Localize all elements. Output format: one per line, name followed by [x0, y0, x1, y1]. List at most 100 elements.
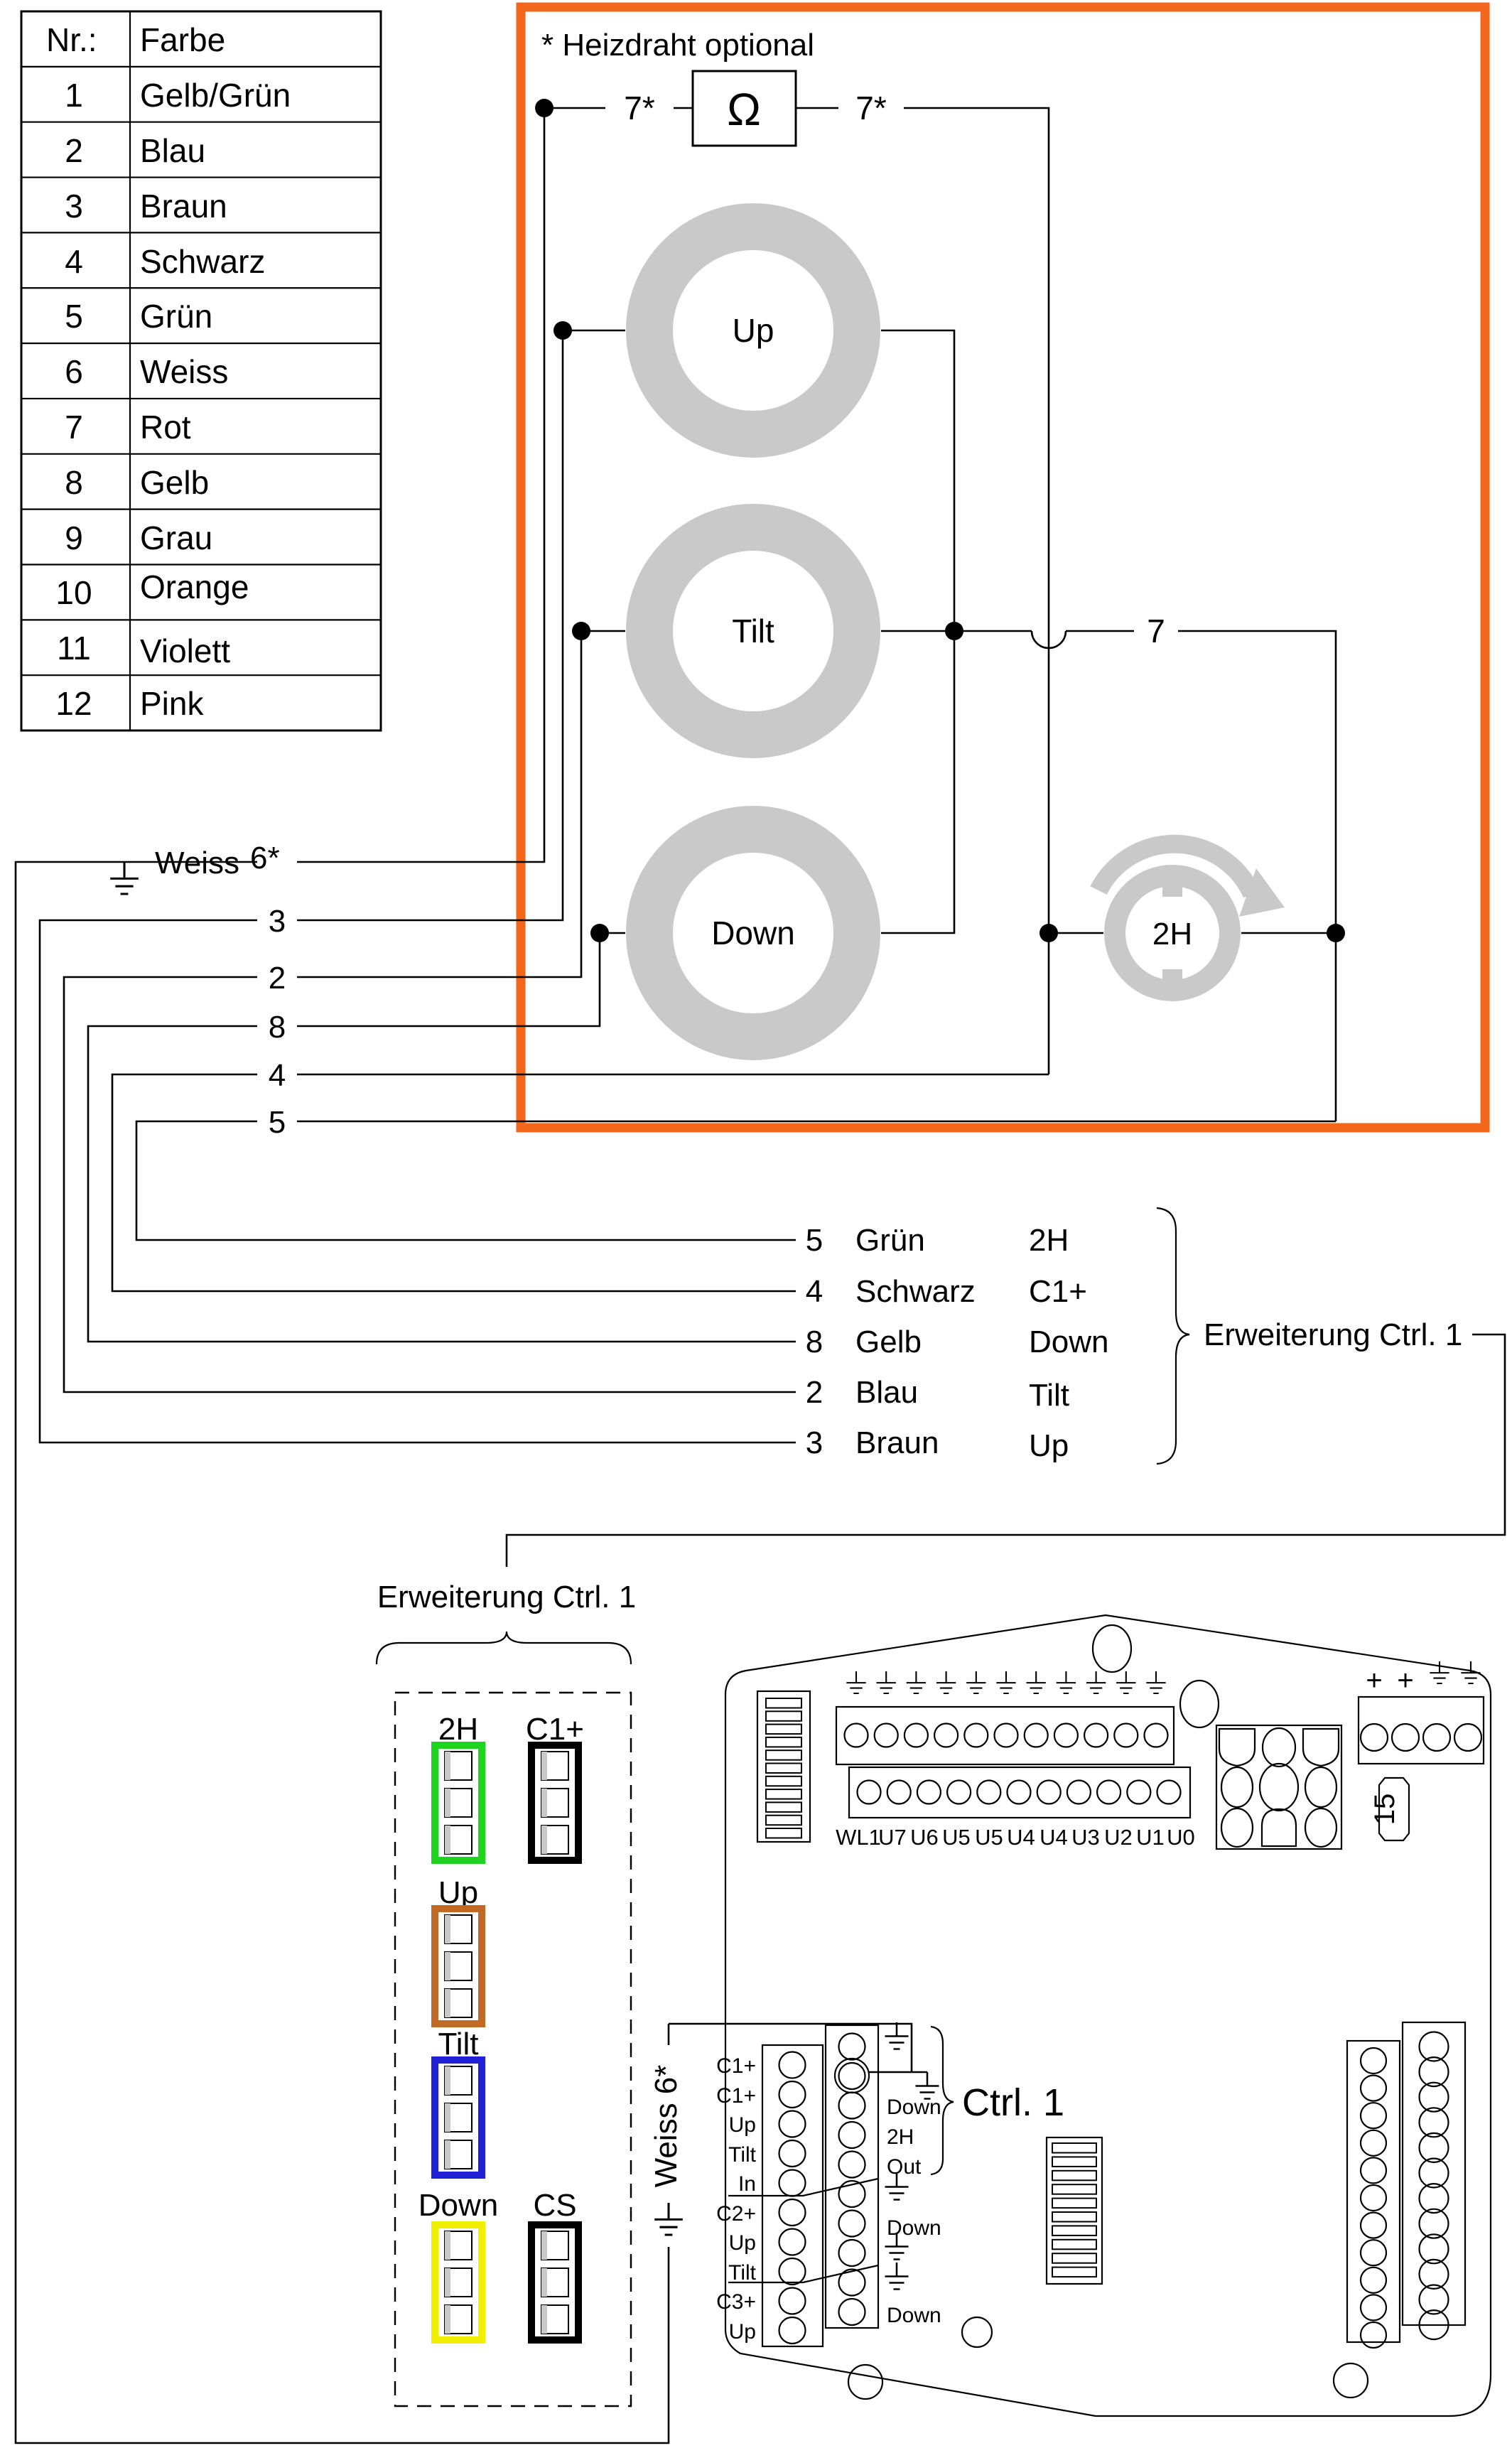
- terminal-hole: [1359, 1722, 1389, 1752]
- terminal-hole: [1083, 1722, 1109, 1748]
- ground-icon: [846, 1670, 867, 1695]
- ctrl-label: Ctrl. 1: [962, 2081, 1064, 2124]
- pin-square: [1052, 2211, 1097, 2223]
- svg-text:2: 2: [806, 1375, 823, 1410]
- terminal-hole: [1359, 2266, 1388, 2294]
- connector-label-c1: C1+: [526, 1712, 584, 1747]
- pin-square: [1052, 2197, 1097, 2209]
- pcb-hole: [847, 2363, 884, 2400]
- svg-text:3: 3: [806, 1425, 823, 1460]
- table-header-nr: Nr.:: [46, 21, 97, 58]
- ctrl-terminal-hole: [778, 2051, 806, 2079]
- svg-text:C1+: C1+: [716, 2054, 756, 2078]
- svg-text:4: 4: [806, 1274, 823, 1309]
- power-connector-3x3: [1215, 1724, 1343, 1850]
- svg-text:5: 5: [65, 298, 83, 335]
- ctrl-separator: [728, 2177, 879, 2197]
- svg-text:C3+: C3+: [716, 2290, 756, 2314]
- heater-pin-left: 7*: [624, 90, 655, 126]
- svg-text:Up: Up: [1029, 1428, 1069, 1463]
- terminal-hole: [1036, 1779, 1062, 1805]
- svg-text:1: 1: [65, 77, 83, 114]
- svg-text:Down: Down: [887, 2216, 941, 2240]
- terminal-hole: [1418, 2233, 1449, 2265]
- terminal-hole: [886, 1779, 912, 1805]
- coil-tilt-label: Tilt: [732, 613, 774, 649]
- terminal-hole: [1359, 2211, 1388, 2239]
- mapping-brace: [1156, 1207, 1190, 1465]
- svg-text:Gelb/Grün: Gelb/Grün: [140, 77, 291, 114]
- terminal-hole: [1418, 2284, 1449, 2315]
- svg-text:Schwarz: Schwarz: [855, 1274, 976, 1309]
- ctrl-terminal-hole: [778, 2287, 806, 2315]
- terminal-hole: [1126, 1779, 1152, 1805]
- connector-cs: [531, 2225, 578, 2340]
- pin-square: [1052, 2253, 1097, 2264]
- svg-text:Up: Up: [729, 2113, 756, 2137]
- expansion-title: Erweiterung Ctrl. 1: [377, 1580, 636, 1614]
- terminal-hole: [1359, 2157, 1388, 2184]
- svg-text:3: 3: [269, 904, 286, 939]
- svg-text:7: 7: [65, 409, 83, 446]
- cable-labels: Weiss 6* 3 2 8 4 5: [109, 841, 286, 1140]
- terminal-hole: [916, 1779, 942, 1805]
- terminal-hole: [993, 1722, 1019, 1748]
- svg-text:10: 10: [55, 574, 92, 611]
- heater-pin-right: 7*: [855, 90, 887, 126]
- svg-text:U5: U5: [975, 1825, 1003, 1850]
- pin-square: [1052, 2169, 1097, 2182]
- terminal-hole: [1453, 1722, 1483, 1752]
- svg-text:Down: Down: [887, 2096, 941, 2119]
- ctrl-terminal-hole: [778, 2228, 806, 2256]
- svg-text:U4: U4: [1007, 1825, 1035, 1850]
- svg-text:U6: U6: [910, 1825, 939, 1850]
- cable-ground-color: Weiss: [155, 846, 239, 880]
- svg-text:U3: U3: [1071, 1825, 1100, 1850]
- motor-2h: 2H: [1090, 834, 1285, 1001]
- svg-text:C1+: C1+: [716, 2084, 756, 2108]
- ctrl-terminal-hole: [838, 2268, 866, 2297]
- terminal-block-top-1: [835, 1705, 1175, 1766]
- connector-label-down: Down: [418, 2188, 499, 2223]
- ground-icon: [875, 1670, 897, 1695]
- svg-text:Violett: Violett: [140, 632, 230, 669]
- terminal-hole: [1359, 2074, 1388, 2102]
- svg-text:15: 15: [1369, 1794, 1400, 1826]
- svg-text:U1: U1: [1136, 1825, 1165, 1850]
- pin-square: [765, 1762, 802, 1774]
- ctrl-left-pin-labels: C1+ C1+ Up Tilt In C2+ Up Tilt C3+ Up: [716, 2054, 757, 2344]
- terminal-hole: [1418, 2031, 1449, 2062]
- motor-brush-bottom: [1162, 969, 1182, 998]
- terminal-hole: [1418, 2056, 1449, 2088]
- ctrl-terminal-hole: [838, 2091, 866, 2120]
- terminal-hole: [946, 1779, 972, 1805]
- coils: Up Tilt Down: [626, 203, 880, 1060]
- svg-text:Pink: Pink: [140, 685, 204, 722]
- svg-text:U4: U4: [1040, 1825, 1068, 1850]
- terminal-hole: [963, 1722, 989, 1748]
- pcb-header-strip: [1045, 2136, 1103, 2285]
- mapping-target-label: Erweiterung Ctrl. 1: [1204, 1317, 1462, 1352]
- terminal-hole: [843, 1722, 869, 1748]
- terminal-hole: [903, 1722, 929, 1748]
- ground-icon: [1055, 1670, 1077, 1695]
- ctrl-terminal-hole: [838, 2150, 866, 2179]
- svg-text:2H: 2H: [887, 2125, 914, 2149]
- svg-text:In: In: [738, 2172, 756, 2196]
- pin-square: [765, 1710, 802, 1722]
- ctrl-right-pin-labels: Down 2H Out Down Down: [887, 2096, 941, 2327]
- terminal-hole: [873, 1722, 899, 1748]
- svg-text:Gelb: Gelb: [140, 464, 209, 501]
- coil-down-label: Down: [711, 915, 795, 951]
- pcb-hole: [1332, 2362, 1369, 2399]
- connector-label-cs: CS: [533, 2188, 576, 2223]
- ctrl-brace: [930, 2025, 954, 2176]
- motor-section-frame: [516, 2, 1490, 1133]
- pcb-outline: [724, 1614, 1492, 2417]
- terminal-hole: [933, 1722, 959, 1748]
- motor-brush-top: [1162, 868, 1182, 897]
- svg-text:5: 5: [269, 1105, 286, 1140]
